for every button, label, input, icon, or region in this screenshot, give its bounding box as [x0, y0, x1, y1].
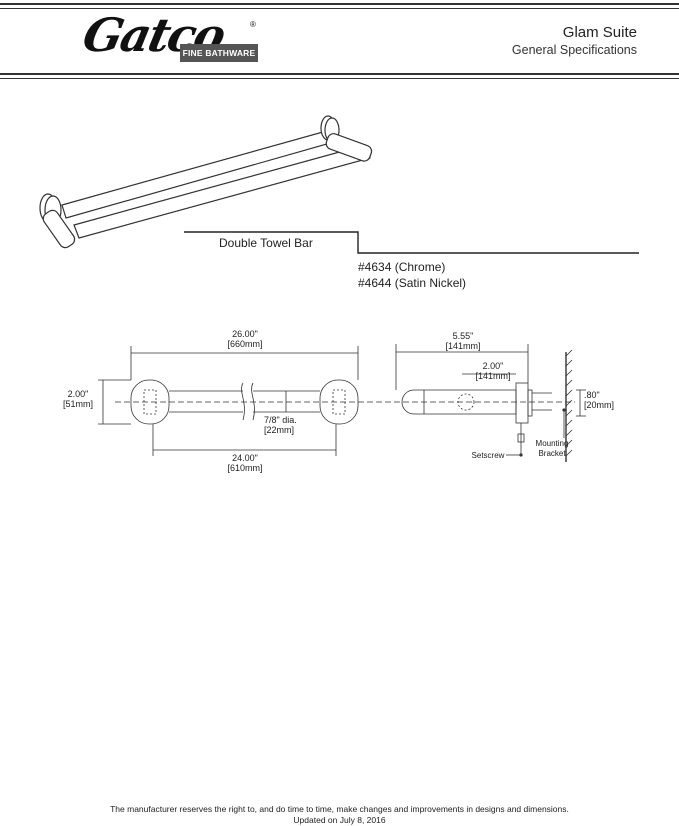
page-subtitle: General Specifications [511, 43, 637, 57]
page-title: Glam Suite [562, 24, 637, 41]
header-bottom-rule [0, 73, 679, 75]
header-top-rule [0, 3, 679, 5]
product-name: Double Towel Bar [219, 236, 313, 250]
mounting-bracket-label: Mounting Bracket [535, 439, 569, 458]
product-illustration [39, 115, 373, 249]
footer-updated: Updated on July 8, 2016 [293, 815, 386, 825]
model-chrome: #4634 (Chrome) [358, 260, 446, 274]
dim-height: 2.00" [51mm] [62, 389, 93, 409]
footer-disclaimer: The manufacturer reserves the right to, … [110, 804, 569, 814]
setscrew-label: Setscrew [471, 451, 505, 460]
dim-bar-diameter: 7/8" dia. [22mm] [264, 415, 297, 435]
dim-overall-length: 26.00" [660mm] [227, 329, 263, 349]
dim-post-depth: 2.00" [141mm] [475, 361, 511, 381]
logo-tagline: FINE BATHWARE [180, 44, 258, 62]
dim-projection: 5.55" [141mm] [445, 331, 481, 351]
brand-logo: Gatco FINE BATHWARE ® [78, 8, 264, 70]
model-satin-nickel: #4644 (Satin Nickel) [358, 276, 467, 290]
header-bottom-rule-thin [0, 78, 679, 79]
logo-registered-mark: ® [250, 20, 256, 29]
dim-center-length: 24.00" [610mm] [227, 453, 263, 473]
dim-bracket-depth: .80" [20mm] [584, 390, 615, 410]
header-top-rule-thin [0, 8, 679, 9]
